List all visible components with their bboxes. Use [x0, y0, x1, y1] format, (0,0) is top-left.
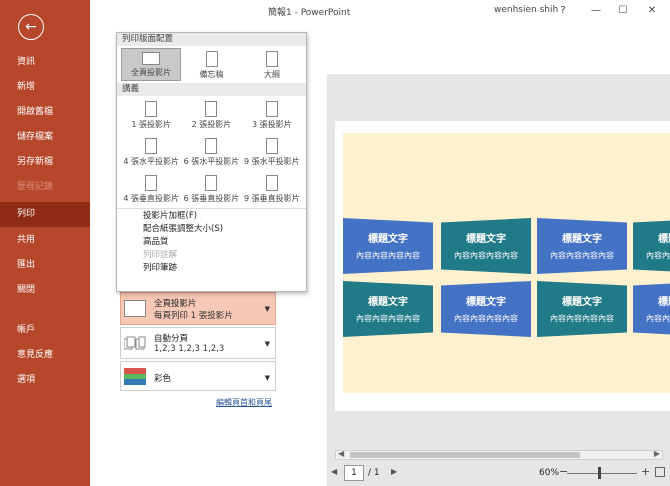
minimize-icon[interactable]: —: [591, 5, 601, 16]
close-icon[interactable]: ✕: [647, 5, 657, 16]
section-print-layout: 列印版面配置: [117, 33, 306, 46]
slide-card: 標題文字 內容內容內容內容: [441, 281, 531, 337]
slide-card: 標題文字 內容內容內容內容: [537, 281, 627, 337]
menu-divider: [117, 208, 306, 209]
slide-page: 標題文字 內容內容內容內容 標題文字 內容內容內容內容 標題文字 內容內容內容內…: [335, 121, 670, 411]
full-page-slide-icon: [124, 300, 146, 317]
collate-icon: [123, 335, 146, 352]
maximize-icon[interactable]: ☐: [618, 5, 628, 16]
menu-high-quality[interactable]: 高品質: [143, 237, 169, 247]
outline-page-icon: [265, 51, 278, 67]
print-preview: 標題文字 內容內容內容內容 標題文字 內容內容內容內容 標題文字 內容內容內容內…: [327, 74, 670, 486]
help-icon[interactable]: ?: [560, 5, 566, 16]
handout-row-2: 4 張水平投影片 6 張水平投影片 9 張水平投影片: [117, 133, 306, 170]
handout-3-icon: [265, 101, 278, 117]
print-layout-menu: 列印版面配置 全頁投影片 備忘稿 大綱 講義 1 張投影片 2 張投影片 3 張…: [116, 32, 307, 292]
nav-history: 歷程記錄: [17, 182, 54, 192]
next-page-icon[interactable]: ▶: [391, 467, 398, 476]
window-title: 簡報1 - PowerPoint: [268, 8, 351, 18]
handout-row-1: 1 張投影片 2 張投影片 3 張投影片: [117, 96, 306, 133]
handout-9-vertical[interactable]: 9 張垂直投影片: [242, 172, 302, 205]
zoom-slider[interactable]: [567, 473, 637, 474]
nav-feedback[interactable]: 意見反應: [17, 350, 54, 360]
handout-9-horizontal[interactable]: 9 張水平投影片: [242, 135, 302, 168]
color-icon: [124, 368, 146, 385]
back-arrow-icon[interactable]: ←: [18, 14, 44, 40]
print-layout-dropdown[interactable]: 全頁投影片 每頁列印 1 張投影片 ▼: [120, 292, 276, 325]
layout-notes[interactable]: 備忘稿: [181, 48, 241, 81]
handout-1-slide[interactable]: 1 張投影片: [121, 98, 181, 131]
color-dropdown[interactable]: 彩色 ▼: [120, 361, 276, 391]
handout-4h-icon: [145, 138, 158, 154]
zoom-slider-thumb[interactable]: [598, 467, 601, 479]
handout-1-icon: [145, 101, 158, 117]
layout-options: 全頁投影片 備忘稿 大綱: [117, 46, 306, 83]
prev-page-icon[interactable]: ◀: [331, 467, 338, 476]
slide-card: 標題文字 內容內容內容內容: [343, 281, 433, 337]
handout-6-horizontal[interactable]: 6 張水平投影片: [181, 135, 241, 168]
handout-6h-icon: [205, 138, 218, 154]
handout-9h-icon: [265, 138, 278, 154]
chevron-down-icon: ▼: [264, 374, 270, 382]
slide-card: 標題文字 內容內容內容內容: [633, 218, 670, 274]
handout-4-horizontal[interactable]: 4 張水平投影片: [121, 135, 181, 168]
scrollbar-thumb[interactable]: [350, 452, 580, 458]
chevron-down-icon: ▼: [264, 305, 270, 313]
slide-card: 標題文字 內容內容內容內容: [441, 218, 531, 274]
zoom-level[interactable]: 60%: [539, 468, 560, 478]
handout-9v-icon: [265, 175, 278, 191]
layout-outline[interactable]: 大綱: [242, 48, 302, 81]
zoom-out-icon[interactable]: −: [559, 465, 569, 478]
nav-share[interactable]: 共用: [17, 235, 36, 245]
slide-card: 標題文字 內容內容內容內容: [633, 281, 670, 337]
collate-dropdown[interactable]: 自動分頁 1,2,3 1,2,3 1,2,3 ▼: [120, 327, 276, 359]
fit-to-window-icon[interactable]: [655, 467, 665, 477]
nav-close[interactable]: 關閉: [17, 285, 36, 295]
notes-page-icon: [205, 51, 218, 67]
page-total: / 1: [368, 468, 380, 478]
nav-save-as[interactable]: 另存新檔: [17, 157, 54, 167]
user-name[interactable]: wenhsien shih: [494, 5, 559, 15]
slide-card: 標題文字 內容內容內容內容: [537, 218, 627, 274]
nav-export[interactable]: 匯出: [17, 260, 36, 270]
preview-navigation: ◀ 1 / 1 ▶ 60% − +: [327, 462, 670, 486]
nav-save[interactable]: 儲存檔案: [17, 132, 54, 142]
menu-print-ink[interactable]: 列印筆跡: [143, 263, 178, 273]
menu-scale-to-fit[interactable]: 配合紙張調整大小(S): [143, 224, 224, 234]
page-number-input[interactable]: 1: [344, 465, 364, 481]
nav-info[interactable]: 資訊: [17, 57, 36, 67]
scroll-right-icon[interactable]: ▶: [653, 449, 660, 458]
handout-6v-icon: [205, 175, 218, 191]
zoom-in-icon[interactable]: +: [641, 465, 651, 478]
scroll-left-icon[interactable]: ◀: [338, 449, 345, 458]
full-page-slide-icon: [142, 52, 161, 65]
handout-2-slides[interactable]: 2 張投影片: [181, 98, 241, 131]
menu-print-comments: 列印註解: [143, 250, 178, 260]
nav-print[interactable]: 列印: [0, 202, 90, 227]
handout-4v-icon: [145, 175, 158, 191]
section-handouts: 講義: [117, 83, 306, 96]
chevron-down-icon: ▼: [264, 340, 270, 348]
nav-open[interactable]: 開啟舊檔: [17, 107, 54, 117]
layout-full-page[interactable]: 全頁投影片: [121, 48, 182, 81]
nav-account[interactable]: 帳戶: [17, 325, 36, 335]
slide-card: 標題文字 內容內容內容內容: [343, 218, 433, 274]
handout-4-vertical[interactable]: 4 張垂直投影片: [121, 172, 181, 205]
nav-new[interactable]: 新增: [17, 82, 36, 92]
edit-header-footer-link[interactable]: 編輯頁首和頁尾: [216, 398, 272, 407]
title-bar: 簡報1 - PowerPoint wenhsien shih ? — ☐ ✕: [90, 0, 670, 22]
handout-row-3: 4 張垂直投影片 6 張垂直投影片 9 張垂直投影片: [117, 170, 306, 207]
handout-2-icon: [205, 101, 218, 117]
handout-3-slides[interactable]: 3 張投影片: [242, 98, 302, 131]
menu-frame-slides[interactable]: 投影片加框(F): [143, 211, 198, 221]
handout-6-vertical[interactable]: 6 張垂直投影片: [181, 172, 241, 205]
slide-content: 標題文字 內容內容內容內容 標題文字 內容內容內容內容 標題文字 內容內容內容內…: [343, 133, 670, 393]
horizontal-scrollbar[interactable]: ◀ ▶: [335, 449, 663, 460]
print-pane: 簡報1 - PowerPoint wenhsien shih ? — ☐ ✕ 標…: [90, 0, 670, 486]
backstage-sidebar: ← 資訊 新增 開啟舊檔 儲存檔案 另存新檔 歷程記錄 列印 共用 匯出 關閉 …: [0, 0, 90, 486]
nav-options[interactable]: 選項: [17, 375, 36, 385]
